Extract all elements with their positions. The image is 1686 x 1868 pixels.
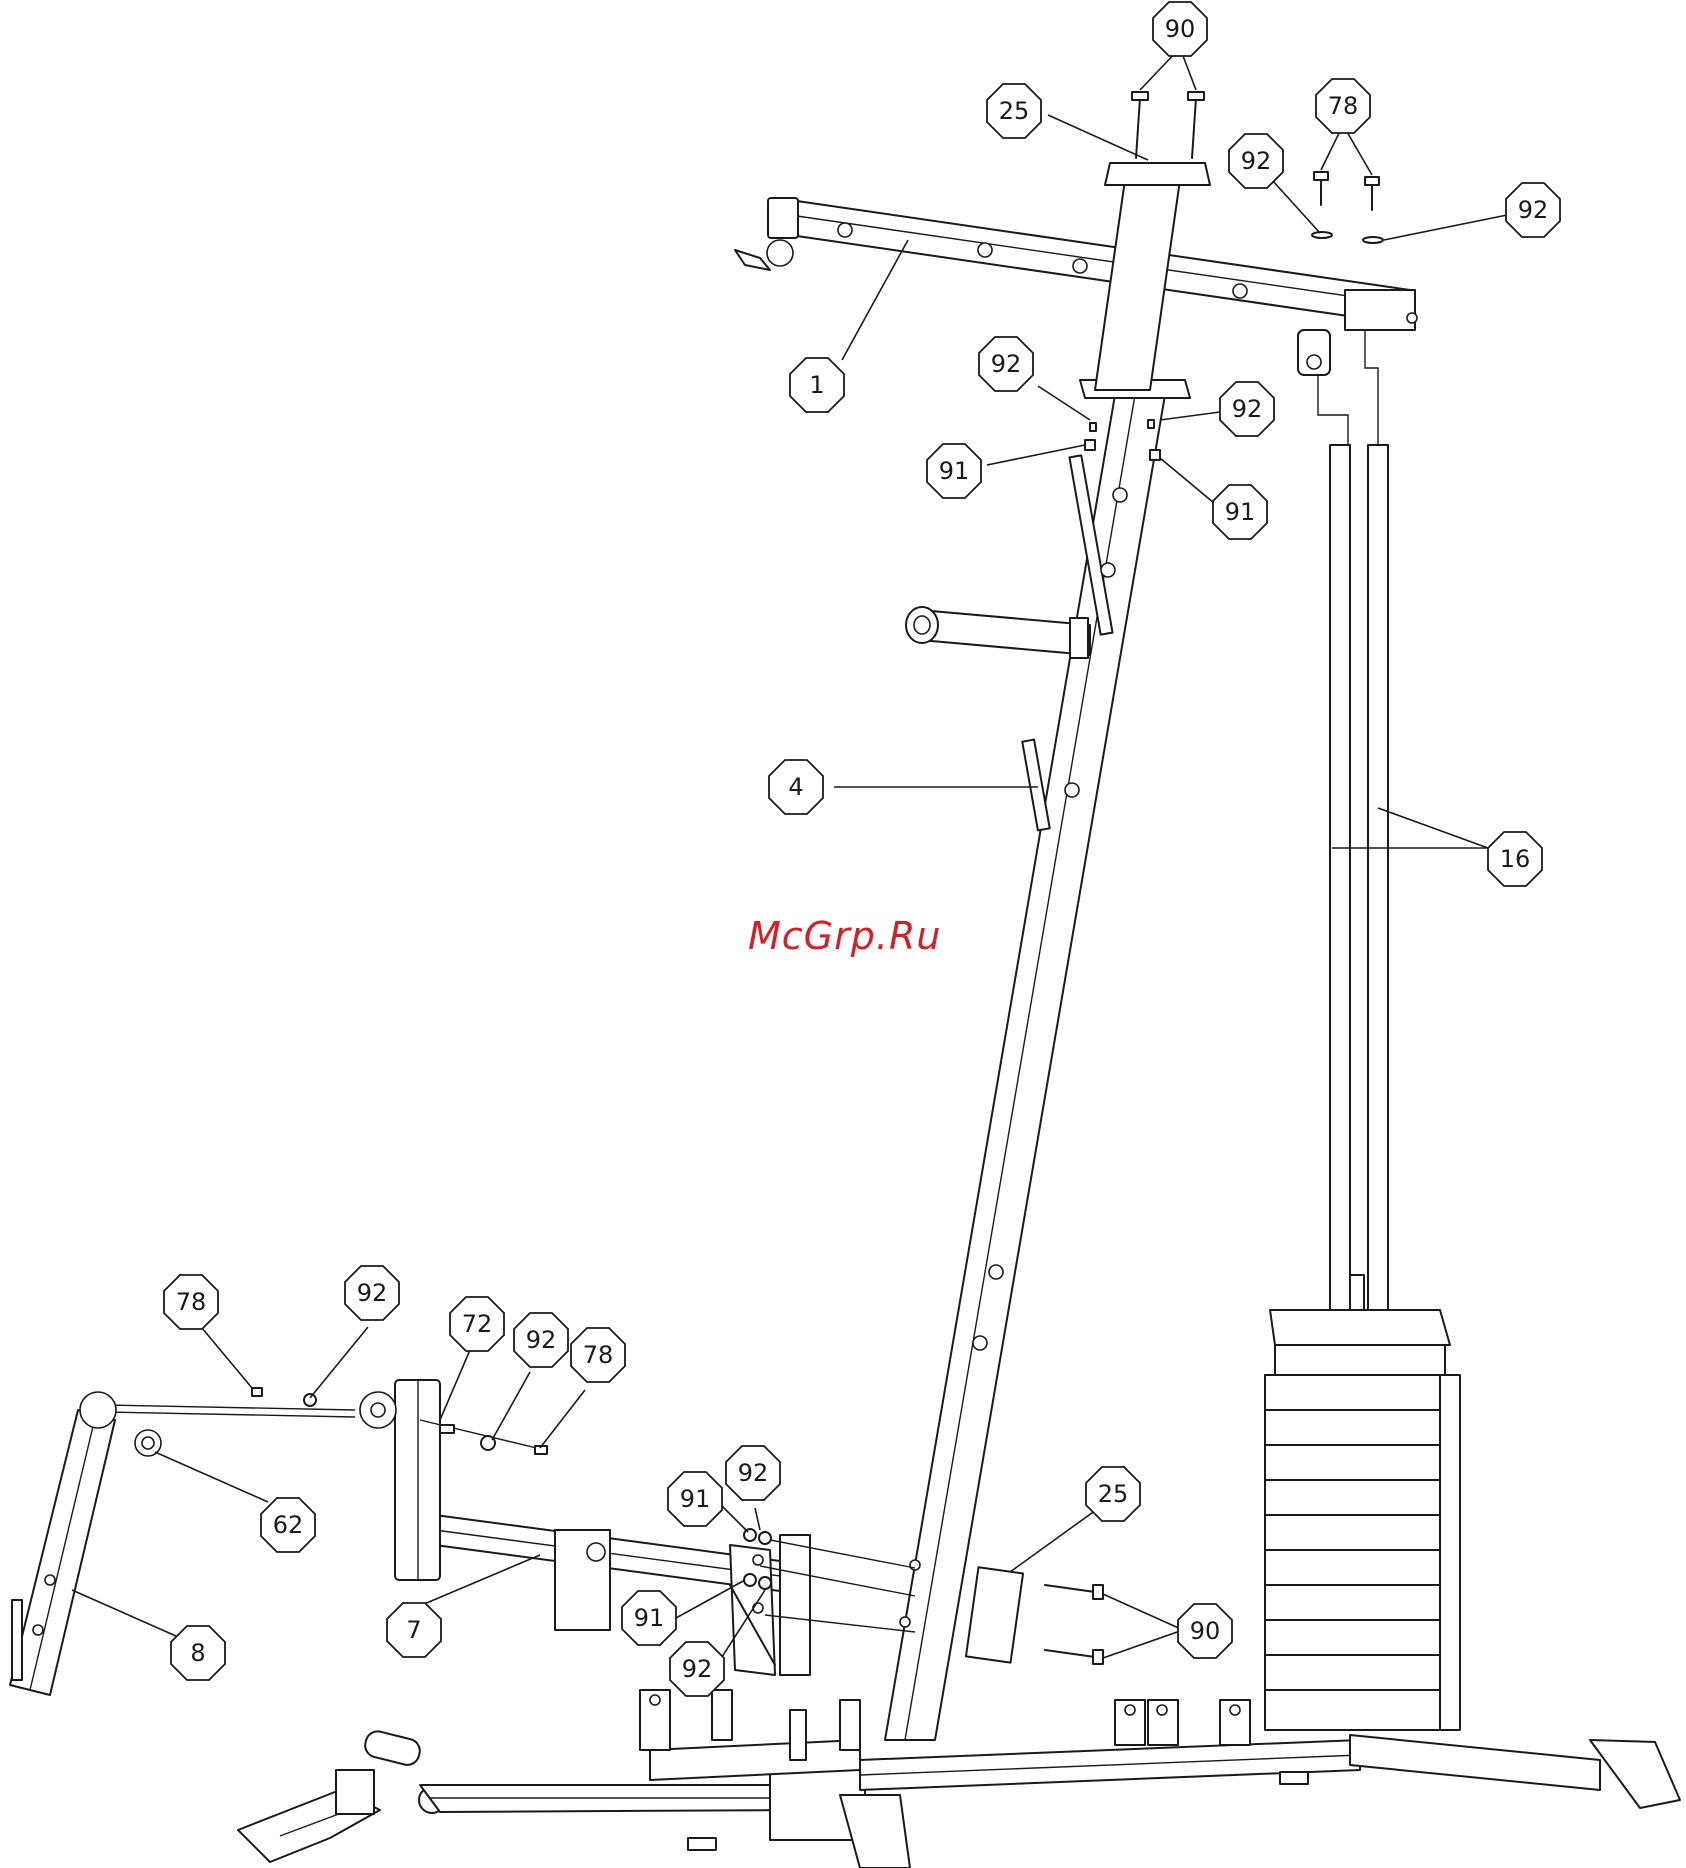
svg-text:78: 78 [1328,92,1359,120]
callout-16: 16 [1488,832,1542,886]
svg-text:4: 4 [788,773,803,801]
callout-90-bottom: 90 [1178,1604,1232,1658]
callout-92-mid-left: 92 [979,337,1033,391]
svg-text:62: 62 [273,1511,304,1539]
svg-text:92: 92 [682,1655,713,1683]
callout-91-bottom-b: 91 [622,1591,676,1645]
base-frame [238,1690,1680,1868]
callout-91-bottom-a: 91 [668,1472,722,1526]
callout-92-mid-right: 92 [1220,382,1274,436]
leg-arm-part-8 [10,1392,161,1695]
svg-text:92: 92 [1232,395,1263,423]
svg-text:92: 92 [1518,196,1549,224]
svg-text:72: 72 [462,1310,493,1338]
svg-text:92: 92 [738,1459,769,1487]
svg-text:92: 92 [1241,147,1272,175]
callout-7: 7 [387,1603,441,1657]
callout-62: 62 [261,1498,315,1552]
svg-text:1: 1 [809,371,824,399]
callout-78-low-right: 78 [571,1328,625,1382]
callout-92-low-left: 92 [345,1266,399,1320]
callout-78-low-left: 78 [164,1275,218,1329]
svg-text:91: 91 [939,457,970,485]
callout-92-top-right: 92 [1506,183,1560,237]
callout-25-top: 25 [987,84,1041,138]
svg-text:91: 91 [634,1604,665,1632]
svg-text:16: 16 [1500,845,1531,873]
callout-1: 1 [790,358,844,412]
svg-text:78: 78 [583,1341,614,1369]
svg-text:90: 90 [1190,1617,1221,1645]
callout-25-bottom: 25 [1086,1467,1140,1521]
callout-92-low-mid: 92 [514,1313,568,1367]
svg-text:90: 90 [1165,15,1196,43]
svg-text:78: 78 [176,1288,207,1316]
svg-text:7: 7 [406,1616,421,1644]
callout-91-mid-right: 91 [1213,485,1267,539]
svg-text:25: 25 [999,97,1030,125]
watermark-text: McGrp.Ru [748,914,941,958]
weight-stack [1265,445,1460,1730]
callout-78-top: 78 [1316,79,1370,133]
callout-8: 8 [171,1626,225,1680]
callout-92-top-left: 92 [1229,134,1283,188]
callout-92-bottom-b: 92 [670,1642,724,1696]
callout-91-mid-left: 91 [927,444,981,498]
callout-72: 72 [450,1297,504,1351]
svg-text:92: 92 [526,1326,557,1354]
svg-text:92: 92 [991,350,1022,378]
svg-text:25: 25 [1098,1480,1129,1508]
callout-92-bottom-a: 92 [726,1446,780,1500]
svg-text:92: 92 [357,1279,388,1307]
callout-90-top: 90 [1153,2,1207,56]
svg-text:91: 91 [680,1485,711,1513]
svg-text:8: 8 [190,1639,205,1667]
svg-text:91: 91 [1225,498,1256,526]
callout-4: 4 [769,760,823,814]
